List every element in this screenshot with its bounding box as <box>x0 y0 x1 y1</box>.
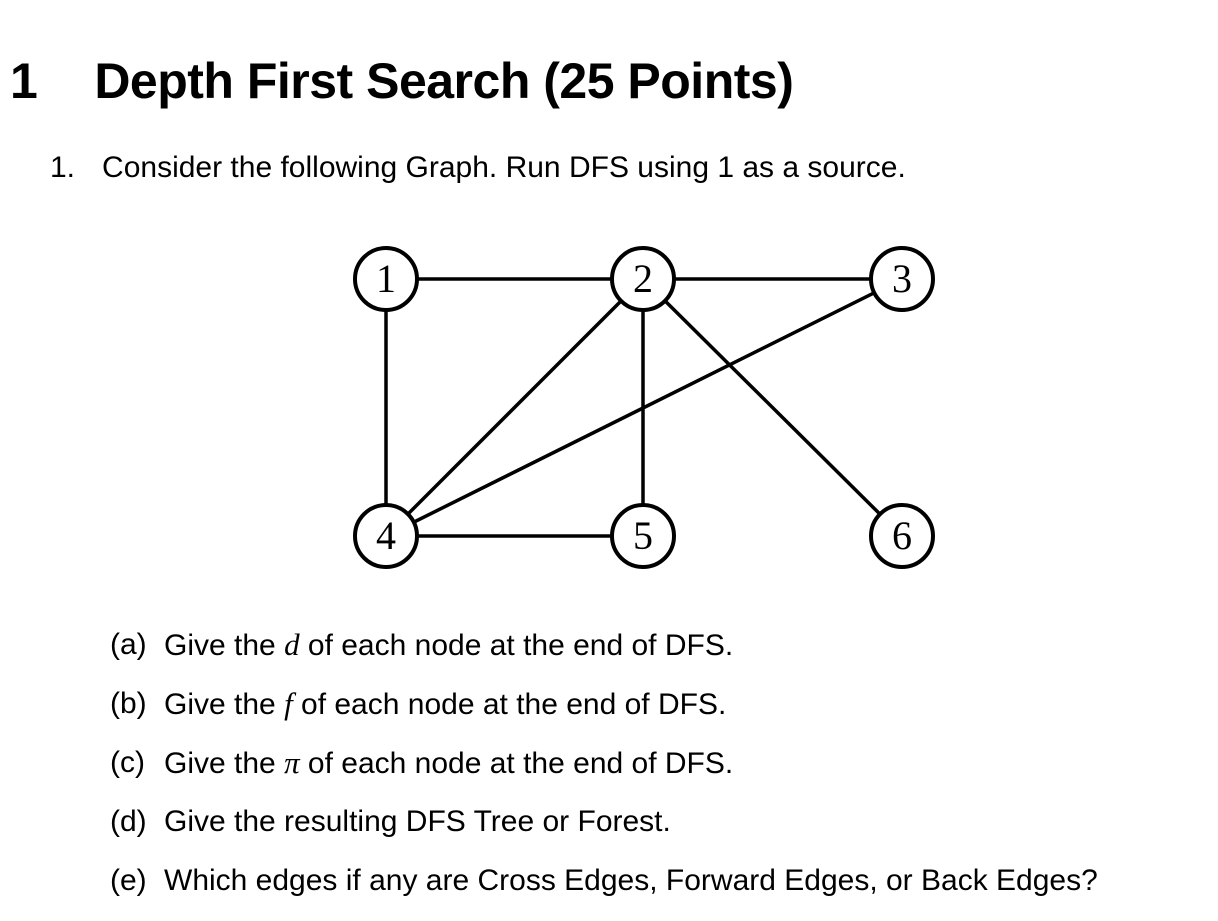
graph-edge-3-4 <box>385 277 903 538</box>
graph-node-label: 2 <box>633 256 653 301</box>
graph-node-4 <box>353 503 419 569</box>
graph-node-label: 4 <box>376 513 396 558</box>
subquestion-label: (e) <box>110 864 147 897</box>
graph-edge-2-4 <box>384 277 645 538</box>
subquestion-text: Give the resulting DFS Tree or Forest. <box>164 805 671 838</box>
subquestion: (e) Which edges if any are Cross Edges, F… <box>110 862 1205 899</box>
subquestion-text: Give the f of each node at the end of DF… <box>164 686 727 721</box>
graph-node-2 <box>610 246 676 312</box>
graph-node-6 <box>869 503 935 569</box>
section-heading: 1 Depth First Search (25 Points) <box>10 53 794 109</box>
subquestion-label: (a) <box>110 628 147 661</box>
subquestion-list: (a) Give the d of each node at the end of… <box>110 626 1205 921</box>
graph-node-label: 6 <box>892 513 912 558</box>
problem-text: Consider the following Graph. Run DFS us… <box>102 151 906 184</box>
math-symbol: f <box>284 686 293 721</box>
subquestion: (a) Give the d of each node at the end of… <box>110 626 1205 663</box>
problem-number: 1. <box>50 151 76 184</box>
subquestion-text: Give the π of each node at the end of DF… <box>164 745 734 780</box>
section-title: Depth First Search (25 Points) <box>94 53 794 109</box>
math-symbol: π <box>284 745 300 780</box>
graph-node-5 <box>610 503 676 569</box>
subquestion: (c) Give the π of each node at the end of… <box>110 744 1205 781</box>
graph-node-1 <box>353 246 419 312</box>
graph-node-label: 3 <box>892 256 912 301</box>
math-symbol: d <box>284 627 300 662</box>
subquestion-text: Give the d of each node at the end of DF… <box>164 627 734 662</box>
problem-statement: 1. Consider the following Graph. Run DFS… <box>50 150 906 186</box>
graph-edge-2-6 <box>641 277 904 538</box>
subquestion: (d) Give the resulting DFS Tree or Forest… <box>110 803 1205 840</box>
subquestion-label: (d) <box>110 805 147 838</box>
section-number: 1 <box>10 53 38 109</box>
graph-node-label: 1 <box>376 256 396 301</box>
graph-node-3 <box>869 246 935 312</box>
subquestion: (b) Give the f of each node at the end of… <box>110 685 1205 722</box>
subquestion-label: (b) <box>110 687 147 720</box>
graph-figure: 1 2 3 4 5 6 <box>353 246 935 569</box>
graph-node-label: 5 <box>633 513 653 558</box>
subquestion-label: (c) <box>110 746 145 779</box>
subquestion-text: Which edges if any are Cross Edges, Forw… <box>164 864 1098 897</box>
